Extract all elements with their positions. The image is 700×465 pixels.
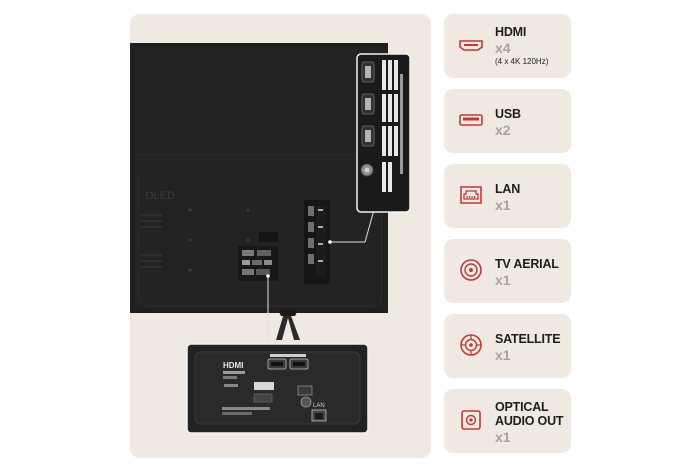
usb-icon (459, 114, 483, 126)
optical-audio-icon (461, 410, 481, 430)
oled-brand-mark: OLED (145, 190, 175, 202)
lan-card: LAN x1 (444, 164, 571, 228)
satellite-title: SATELLITE (495, 332, 561, 346)
optical-audio-title: OPTICAL AUDIO OUT (495, 400, 564, 428)
usb-card: USB x2 (444, 89, 571, 153)
satellite-card: SATELLITE x1 (444, 314, 571, 378)
hdmi-icon (459, 40, 483, 51)
satellite-icon (460, 334, 482, 356)
tv-aerial-card: TV AERIAL x1 (444, 239, 571, 303)
optical-audio-count: x1 (495, 429, 511, 445)
hdmi-count: x4 (495, 40, 511, 56)
usb-title: USB (495, 107, 521, 121)
tv-aerial-title: TV AERIAL (495, 257, 559, 271)
lan-icon (460, 186, 482, 204)
usb-count: x2 (495, 122, 511, 138)
tv-back-illustration: OLED (130, 43, 411, 434)
lan-panel-label: LAN (313, 403, 325, 409)
tv-aerial-count: x1 (495, 272, 511, 288)
hdmi-card: HDMI x4 (4 x 4K 120Hz) (444, 14, 571, 78)
tv-back-panel: OLED (130, 14, 431, 458)
hdmi-title: HDMI (495, 25, 527, 39)
optical-audio-card: OPTICAL AUDIO OUT x1 (444, 389, 571, 453)
hdmi-note: (4 x 4K 120Hz) (495, 57, 549, 66)
lan-title: LAN (495, 182, 521, 196)
tv-aerial-icon (460, 259, 482, 281)
lan-count: x1 (495, 197, 511, 213)
hdmi-panel-label: HDMI (223, 361, 243, 370)
satellite-count: x1 (495, 347, 511, 363)
